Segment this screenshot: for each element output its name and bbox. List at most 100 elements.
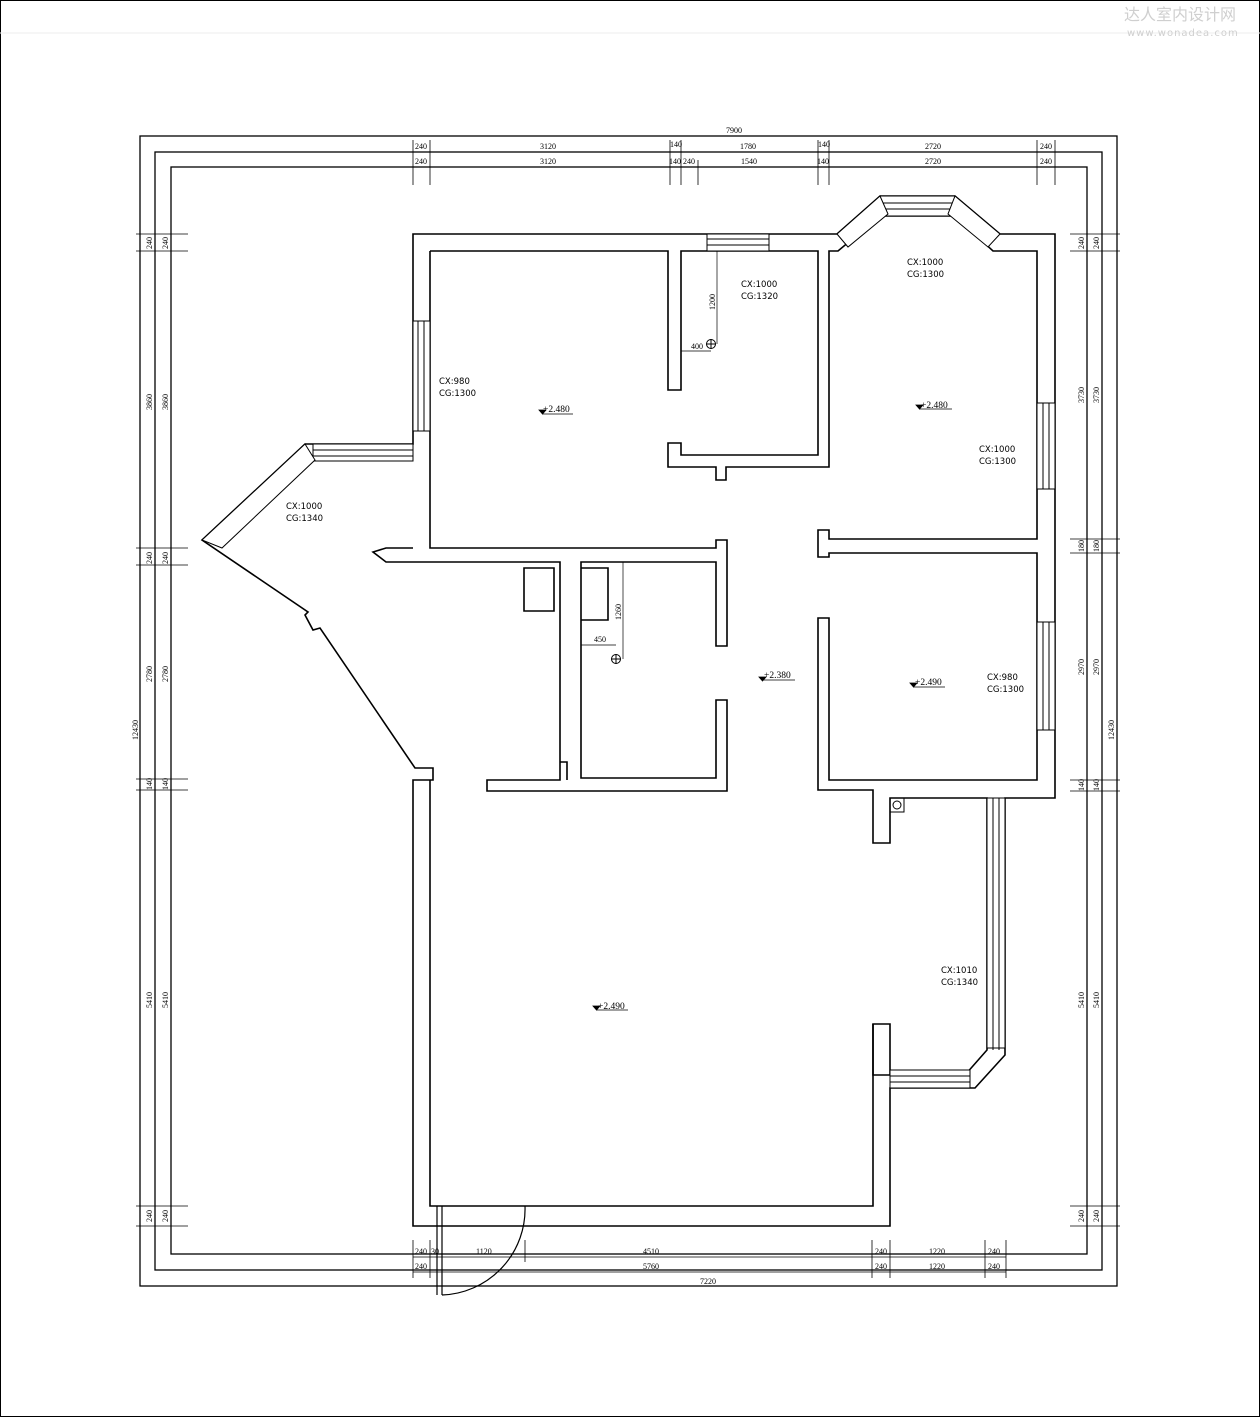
- drain-symbols: [611, 339, 905, 813]
- window-cx-label: CX:1000: [741, 280, 777, 290]
- level-label: +2.490: [915, 678, 942, 688]
- window-cx-label: CX:980: [439, 377, 470, 387]
- dim-label: 5410: [161, 992, 170, 1008]
- dim-label: 240: [875, 1262, 887, 1271]
- dim-label: 140: [669, 157, 681, 166]
- window-cx-label: CX:1000: [907, 258, 943, 268]
- dim-label: 240: [415, 142, 427, 151]
- bottom-dimensions: 240 30 1120 4510 240 1220 240 240 5760 2…: [415, 1247, 1000, 1286]
- dim-label: 240: [1077, 1210, 1086, 1222]
- inner-dimensions: 1200 400 1260 450: [594, 294, 717, 644]
- dim-label: 1780: [740, 142, 756, 151]
- dim-label: 240: [145, 552, 154, 564]
- level-label: +2.480: [921, 401, 948, 411]
- level-labels: +2.480 +2.480 +2.380 +2.490 +2.490: [543, 401, 948, 1012]
- window-cg-label: CG:1320: [741, 292, 778, 302]
- window-w7-diag: [201, 443, 316, 549]
- window-cg-label: CG:1340: [286, 514, 323, 524]
- right-dimensions: 240 3730 180 2970 140 5410 240 240 3730 …: [1077, 237, 1116, 1222]
- dim-label: 240: [875, 1247, 887, 1256]
- level-label: +2.490: [598, 1002, 625, 1012]
- dim-label: 240: [161, 1210, 170, 1222]
- dim-label: 140: [1077, 779, 1086, 791]
- dim-label: 1200: [708, 294, 717, 310]
- top-dimensions: 7900 240 3120 140 1780 140 2720 240 240 …: [415, 126, 1052, 166]
- window-w6-right: [947, 195, 1001, 248]
- dim-label: 140: [1092, 779, 1101, 791]
- dim-label: 1120: [476, 1247, 492, 1256]
- dim-label: 5410: [1077, 992, 1086, 1008]
- window-w5: [312, 443, 414, 462]
- exterior-wall-inner: [430, 215, 1038, 1076]
- window-w4: [1036, 621, 1056, 731]
- dim-label: 1260: [614, 604, 623, 620]
- dim-label: 240: [1092, 237, 1101, 249]
- dim-top-overall: 7900: [726, 126, 742, 135]
- window-w6-bay: [879, 195, 956, 217]
- dim-label: 140: [817, 157, 829, 166]
- window-cx-label: CX:980: [987, 673, 1018, 683]
- window-cg-label: CG:1300: [439, 389, 476, 399]
- window-cg-label: CG:1300: [987, 685, 1024, 695]
- window-w1: [412, 320, 431, 432]
- dim-label: 2970: [1092, 659, 1101, 675]
- window-w3: [1036, 402, 1056, 490]
- dim-bottom-overall: 7220: [700, 1277, 716, 1286]
- window-w6-left: [836, 195, 889, 248]
- window-cx-label: CX:1000: [286, 502, 322, 512]
- entry-door: [436, 1205, 526, 1296]
- dim-label: 2780: [161, 666, 170, 682]
- dim-label: 3120: [540, 142, 556, 151]
- dim-label: 450: [594, 635, 606, 644]
- watermark-url: www.wonadea.com: [1127, 28, 1239, 39]
- dim-label: 5410: [1092, 992, 1101, 1008]
- dim-total-left: 12430: [131, 720, 140, 740]
- window-w8-sill: [889, 1069, 971, 1089]
- watermark-title: 达人室内设计网: [1124, 5, 1236, 24]
- dim-label: 240: [988, 1247, 1000, 1256]
- pipe-icon: [889, 797, 905, 813]
- window-w2: [706, 233, 770, 252]
- dim-label: 240: [145, 237, 154, 249]
- dim-label: 240: [988, 1262, 1000, 1271]
- window-cg-label: CG:1300: [979, 457, 1016, 467]
- window-labels: CX:980 CG:1300 CX:1000 CG:1320 CX:1000 C…: [286, 258, 1024, 988]
- dim-label: 2970: [1077, 659, 1086, 675]
- dim-label: 240: [145, 1210, 154, 1222]
- dim-label: 1220: [929, 1262, 945, 1271]
- closet-block: [523, 567, 609, 621]
- dim-label: 4510: [643, 1247, 659, 1256]
- window-cx-label: CX:1010: [941, 966, 977, 976]
- dim-label: 3860: [145, 394, 154, 410]
- window-cx-label: CX:1000: [979, 445, 1015, 455]
- inner-dim-lines: [581, 251, 718, 659]
- dim-total-right: 12430: [1107, 720, 1116, 740]
- dim-label: 140: [670, 140, 682, 149]
- dim-label: 2720: [925, 142, 941, 151]
- dim-label: 240: [1040, 142, 1052, 151]
- level-label: +2.480: [543, 405, 570, 415]
- left-dimensions: 240 3860 240 2780 140 5410 240 240 3860 …: [131, 237, 170, 1222]
- dim-label: 180: [1077, 540, 1086, 552]
- level-markers: [538, 404, 952, 1011]
- frame: [139, 135, 1118, 1287]
- dim-label: 240: [415, 157, 427, 166]
- dim-label: 3730: [1092, 387, 1101, 403]
- dim-label: 240: [1040, 157, 1052, 166]
- dim-label: 180: [1092, 540, 1101, 552]
- dim-label: 140: [818, 140, 830, 149]
- window-w8: [986, 797, 1006, 1049]
- dim-label: 240: [1077, 237, 1086, 249]
- dim-label: 240: [161, 552, 170, 564]
- dim-label: 240: [161, 237, 170, 249]
- window-cg-label: CG:1340: [941, 978, 978, 988]
- dimension-lines: [136, 140, 1120, 1278]
- dim-label: 5410: [145, 992, 154, 1008]
- dim-label: 2780: [145, 666, 154, 682]
- dim-label: 3730: [1077, 387, 1086, 403]
- dim-label: 140: [145, 778, 154, 790]
- dim-label: 3860: [161, 394, 170, 410]
